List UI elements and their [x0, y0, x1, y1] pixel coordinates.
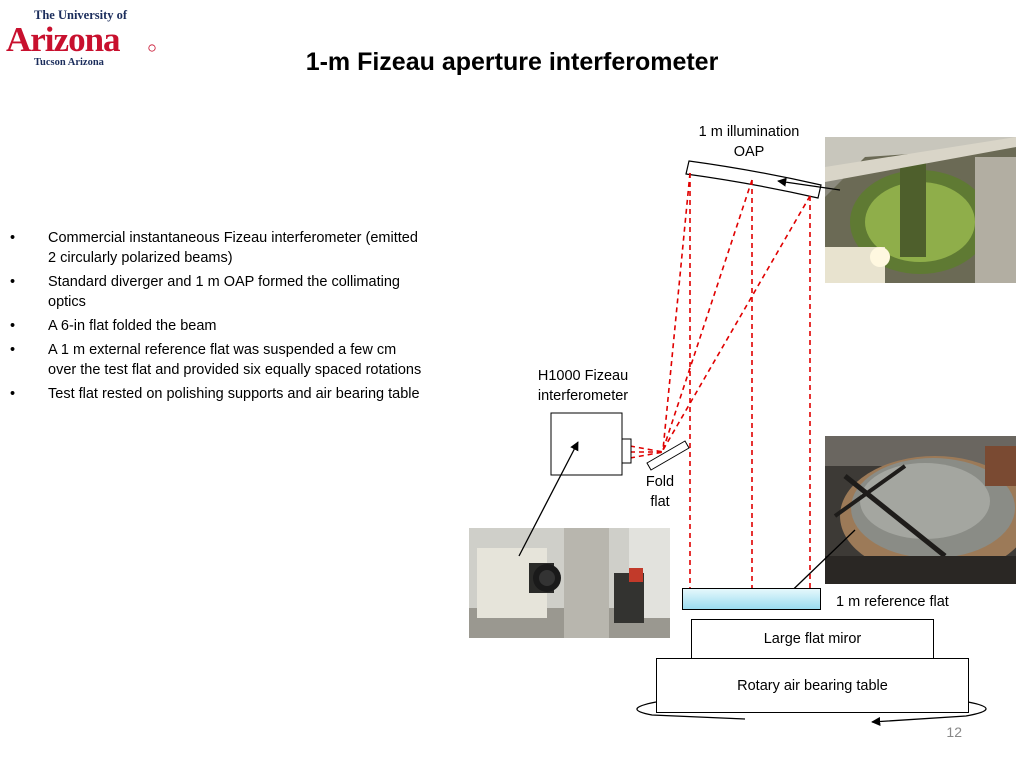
reference-flat-photo-image — [825, 436, 1016, 584]
registered-mark-icon — [148, 44, 156, 52]
beam-ray — [662, 195, 811, 451]
beam-ray — [662, 172, 691, 451]
oap-photo-arrow — [777, 177, 841, 191]
page-number: 12 — [946, 724, 962, 740]
interferometer-body — [550, 412, 623, 476]
interferometer-photo-image — [469, 528, 670, 638]
logo-wordmark: Arizona — [6, 20, 121, 59]
oap-label-line-2: OAP — [733, 144, 765, 160]
beam-ray — [629, 445, 664, 453]
fold-flat — [646, 440, 690, 471]
interferometer-photo — [469, 528, 670, 638]
air-bearing-table: Rotary air bearing table — [656, 658, 969, 713]
bullet-item: Standard diverger and 1 m OAP formed the… — [8, 272, 428, 312]
fold-flat-label-line-2: flat — [650, 494, 670, 510]
reference-flat — [682, 588, 821, 610]
bullet-list: Commercial instantaneous Fizeau interfer… — [8, 228, 428, 408]
interferometer-nozzle — [621, 438, 632, 464]
bullet-item: A 1 m external reference flat was suspen… — [8, 340, 428, 380]
bullet-item: A 6-in flat folded the beam — [8, 316, 428, 336]
oap-mirror — [685, 160, 822, 199]
air-bearing-table-label: Rotary air bearing table — [737, 677, 888, 694]
oap-label: 1 m illumination OAP — [688, 122, 810, 162]
bullet-item: Test flat rested on polishing supports a… — [8, 384, 428, 404]
logo-line-1: The University of — [34, 8, 128, 22]
beam-paths — [629, 172, 811, 588]
reference-flat-photo — [825, 436, 1016, 584]
fold-flat-label-line-1: Fold — [645, 474, 675, 490]
interferometer-photo-arrow — [518, 441, 579, 557]
logo-line-3: Tucson Arizona — [34, 57, 104, 68]
oap-photo-image — [825, 137, 1016, 283]
slide-title: 1-m Fizeau aperture interferometer — [305, 48, 719, 76]
interferometer-label: H1000 Fizeau interferometer — [523, 366, 643, 406]
rotation-arrow-right — [871, 701, 987, 727]
interferometer-label-line-2: interferometer — [537, 388, 629, 404]
reference-flat-label: 1 m reference flat — [836, 594, 949, 610]
large-flat-mirror: Large flat miror — [691, 619, 934, 659]
oap-photo — [825, 137, 1016, 283]
large-flat-mirror-label: Large flat miror — [763, 631, 862, 647]
interferometer-label-line-1: H1000 Fizeau — [537, 368, 629, 384]
oap-label-line-1: 1 m illumination — [698, 124, 800, 140]
fold-flat-label: Fold flat — [630, 472, 690, 512]
bullet-item: Commercial instantaneous Fizeau interfer… — [8, 228, 428, 268]
beam-ray — [662, 179, 753, 451]
rotation-arrow-left — [636, 701, 746, 720]
beam-ray — [629, 451, 664, 459]
university-logo: The University of Arizona Tucson Arizona — [4, 4, 156, 72]
